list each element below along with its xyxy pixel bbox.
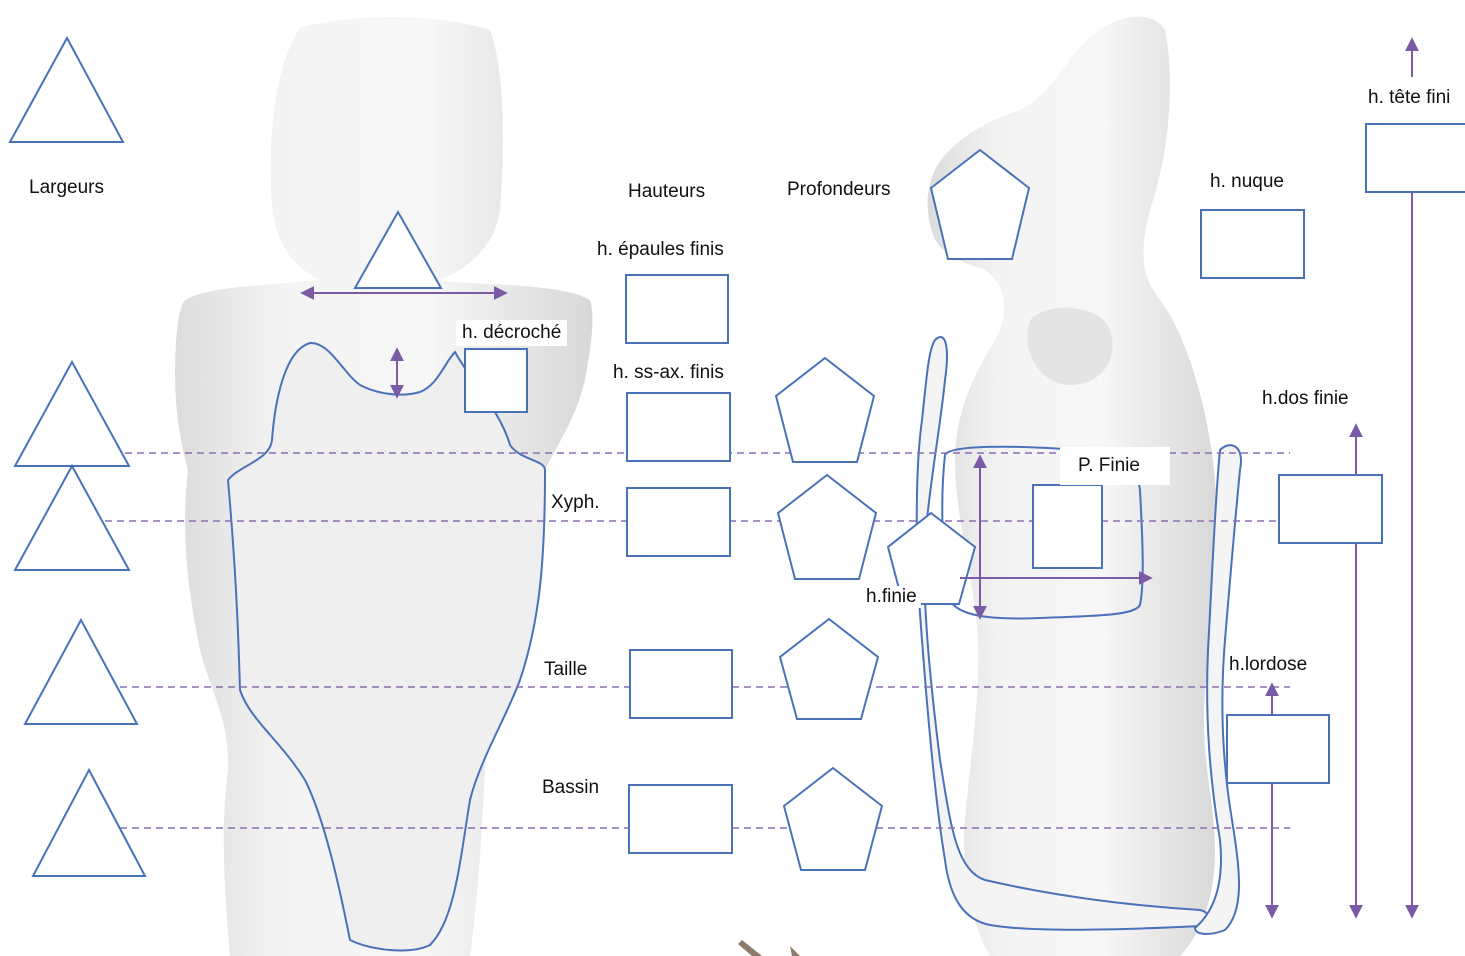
- largeur-triangle-underarm: [15, 362, 129, 466]
- label-h-ss-ax-finis: h. ss-ax. finis: [613, 362, 724, 384]
- profondeur-pentagon-taille: [780, 619, 878, 719]
- hauteur-box-nuque: [1201, 210, 1304, 278]
- hauteur-box-dos: [1279, 475, 1382, 543]
- label-h-lordose: h.lordose: [1229, 654, 1307, 676]
- hauteur-box-xyph: [627, 488, 730, 556]
- hauteur-box-tete: [1366, 124, 1465, 192]
- label-h-tete-fini: h. tête fini: [1364, 85, 1454, 111]
- profondeur-pentagon-xyph: [778, 475, 876, 579]
- label-xyph: Xyph.: [547, 490, 604, 516]
- profondeur-pentagon-underarm: [776, 358, 874, 462]
- hauteur-box-taille: [630, 650, 732, 718]
- label-largeurs: Largeurs: [29, 177, 104, 199]
- label-profondeurs: Profondeurs: [787, 179, 891, 201]
- hauteur-box-lordose: [1227, 715, 1329, 783]
- largeur-triangle-head: [10, 38, 123, 142]
- stand-piece: [738, 940, 800, 956]
- hauteur-box-decroche: [465, 349, 527, 412]
- label-h-dos-finie: h.dos finie: [1262, 388, 1349, 410]
- profondeur-box-finie: [1033, 485, 1102, 568]
- label-taille: Taille: [540, 657, 591, 683]
- hauteur-box-bassin: [629, 785, 732, 853]
- label-h-decroche: h. décroché: [456, 320, 567, 346]
- front-mannequin: [175, 17, 593, 956]
- largeur-triangle-bassin: [33, 770, 145, 876]
- label-bassin: Bassin: [538, 775, 603, 801]
- label-h-finie: h.finie: [862, 586, 921, 608]
- largeur-triangle-xyph: [15, 466, 129, 570]
- hauteur-box-epaules: [626, 275, 728, 343]
- hauteur-box-ss-ax: [627, 393, 730, 461]
- label-h-nuque: h. nuque: [1210, 171, 1284, 193]
- largeur-triangle-taille: [25, 620, 137, 724]
- label-p-finie: P. Finie: [1060, 447, 1170, 485]
- profondeur-pentagon-bassin: [784, 768, 882, 870]
- label-h-epaules-finis: h. épaules finis: [597, 239, 724, 261]
- label-hauteurs: Hauteurs: [628, 181, 705, 203]
